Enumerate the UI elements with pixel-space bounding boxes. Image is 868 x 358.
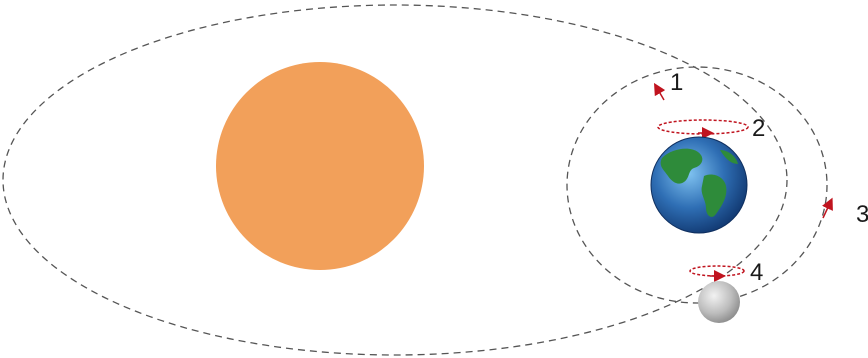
earth-revolution-arrow (657, 88, 664, 100)
label-4: 4 (750, 259, 763, 286)
earth (651, 137, 747, 233)
label-3: 3 (856, 201, 868, 228)
label-1: 1 (670, 69, 683, 96)
earth-rotation-ring (658, 120, 748, 134)
label-2: 2 (752, 115, 765, 142)
sun (216, 62, 424, 270)
moon (698, 281, 740, 323)
moon-rotation-ring (690, 266, 744, 276)
